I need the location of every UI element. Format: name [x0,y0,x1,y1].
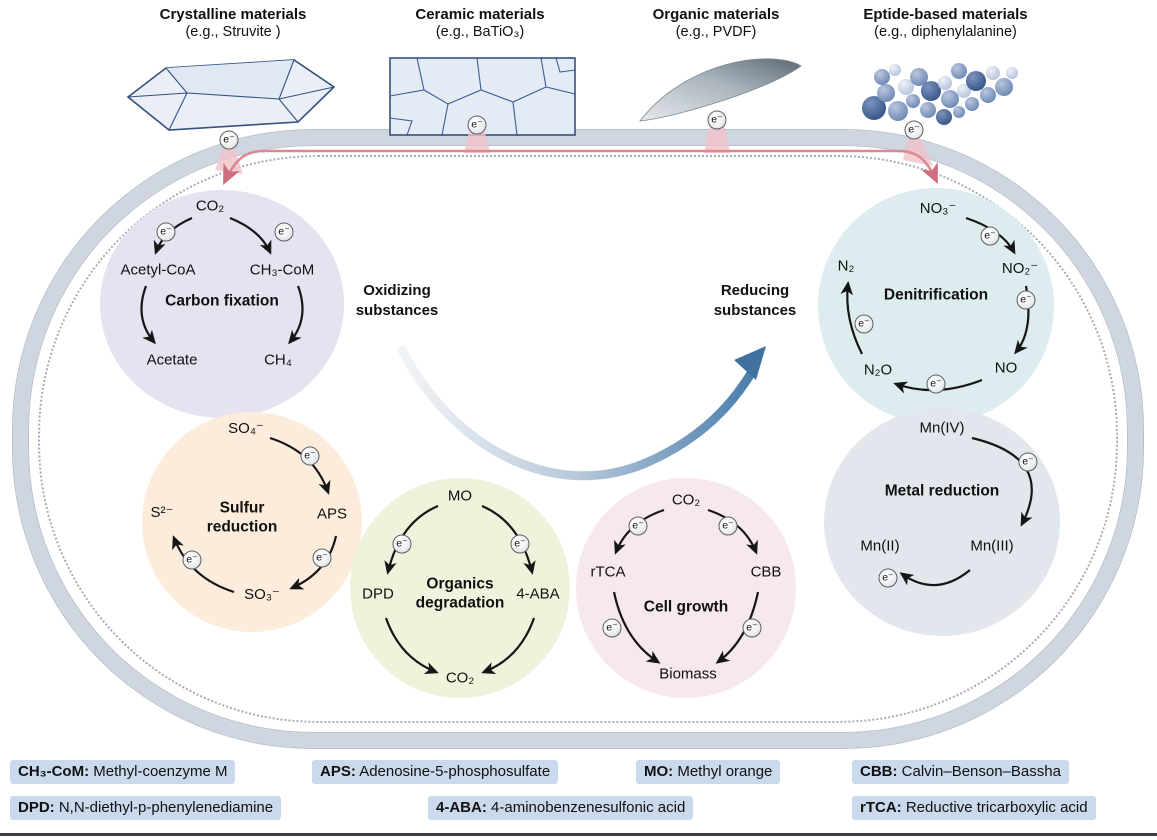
electron-badge: e⁻ [602,618,622,638]
cycle-organics-degradation: MO 4-ABA CO₂ DPD Organics degradation e⁻… [350,478,570,698]
node-4aba: 4-ABA [516,585,560,603]
abbr-term: CH₃-CoM: [18,763,90,780]
abbr-term: 4-ABA: [436,799,487,816]
material-example: (e.g., diphenylalanine) [874,24,1017,40]
material-name: Eptide-based materials [863,6,1028,23]
node-n2: N₂ [837,257,855,275]
material-header-crystalline: Crystalline materials (e.g., Struvite ) [118,6,348,40]
electron-badge: e⁻ [392,534,412,554]
abbr-def: Reductive tricarboxylic acid [905,799,1088,816]
abbr-term: DPD: [18,799,55,816]
abbr-ch3-com: CH₃-CoM: Methyl-coenzyme M [10,760,236,784]
material-header-ceramic: Ceramic materials (e.g., BaTiO₃) [358,6,602,40]
cycle-denitrification: NO₃⁻ NO₂⁻ NO N₂O N₂ Denitrification e⁻ e… [818,188,1054,424]
electron-badge: e⁻ [300,446,320,466]
node-ch3-com: CH₃-CoM [249,261,315,279]
electron-badge: e⁻ [707,110,727,130]
electron-badge: e⁻ [219,130,239,150]
abbr-term: rTCA: [860,799,902,816]
electron-badge: e⁻ [467,115,487,135]
cycle-arrows [384,504,536,674]
cell-membrane-inner-dotted [38,155,1118,723]
abbr-4aba: 4-ABA: 4-aminobenzenesulfonic acid [428,796,694,820]
cycle-title: Sulfur reduction [206,499,278,535]
node-mn3: Mn(III) [970,537,1014,555]
cycle-metal-reduction: Mn(IV) Mn(III) Mn(II) Metal reduction e⁻… [824,408,1060,636]
node-no: NO [994,359,1018,377]
electron-badge: e⁻ [274,222,294,242]
electron-badge: e⁻ [1018,452,1038,472]
node-biomass: Biomass [659,665,717,683]
electron-badge: e⁻ [926,374,946,394]
material-name: Crystalline materials [159,6,307,23]
electron-badge: e⁻ [182,550,202,570]
electron-badge: e⁻ [878,568,898,588]
cycle-cell-growth: CO₂ CBB Biomass rTCA Cell growth e⁻ e⁻ e… [576,478,796,698]
abbr-dpd: DPD: N,N-diethyl-p-phenylenediamine [10,796,282,820]
node-so3: SO₃⁻ [244,586,280,603]
electron-badge: e⁻ [628,516,648,536]
abbr-mo: MO: Methyl orange [636,760,781,784]
node-mo: MO [447,487,473,505]
abbr-term: CBB: [860,763,898,780]
abbr-def: Methyl orange [677,763,773,780]
node-ch4: CH₄ [264,351,292,369]
node-mn2: Mn(II) [860,537,900,555]
electron-badge: e⁻ [718,516,738,536]
node-co2: CO₂ [671,491,701,509]
electron-badge: e⁻ [510,534,530,554]
cycle-arrows [899,436,1033,587]
node-no3: NO₃⁻ [919,200,957,217]
electron-badge: e⁻ [854,314,874,334]
node-acetyl-coa: Acetyl-CoA [120,261,196,279]
node-s2: S²⁻ [150,504,174,521]
electron-badge: e⁻ [980,226,1000,246]
electron-badge: e⁻ [312,548,332,568]
oxidizing-substances-label: Oxidizing substances [355,282,439,319]
node-co2: CO₂ [445,669,475,687]
node-so4: SO₄⁻ [228,420,264,437]
cycle-carbon-fixation: CO₂ Acetyl-CoA CH₃-CoM Acetate CH₄ Carbo… [100,190,344,418]
node-acetate: Acetate [146,351,198,369]
abbr-aps: APS: Adenosine-5-phosphosulfate [312,760,559,784]
material-header-peptide: Eptide-based materials (e.g., diphenylal… [818,6,1073,40]
node-co2: CO₂ [195,197,225,215]
bottom-rule [0,833,1157,836]
cycle-sulfur-reduction: SO₄⁻ APS SO₃⁻ S²⁻ Sulfur reduction e⁻ e⁻… [142,412,362,632]
cycle-title: Organics degradation [415,575,505,611]
node-no2: NO₂⁻ [1001,260,1039,277]
material-name: Organic materials [652,6,780,23]
electron-badge: e⁻ [156,222,176,242]
material-example: (e.g., BaTiO₃) [435,24,525,40]
cycle-title: Denitrification [883,286,989,304]
electron-badge: e⁻ [904,120,924,140]
cycle-title: Metal reduction [884,482,1000,500]
electron-badge: e⁻ [742,618,762,638]
abbr-def: N,N-diethyl-p-phenylenediamine [58,799,274,816]
abbr-def: Methyl-coenzyme M [93,763,228,780]
reducing-substances-label: Reducing substances [713,282,797,319]
material-example: (e.g., PVDF) [675,24,757,40]
node-cbb: CBB [750,563,782,581]
abbr-def: Adenosine-5-phosphosulfate [359,763,551,780]
material-name: Ceramic materials [415,6,545,23]
cycle-title: Cell growth [643,598,729,616]
abbr-rtca: rTCA: Reductive tricarboxylic acid [852,796,1096,820]
node-mn4: Mn(IV) [919,419,965,437]
abbr-term: APS: [320,763,356,780]
abbr-def: Calvin–Benson–Bassha [901,763,1061,780]
electron-badge: e⁻ [1016,290,1036,310]
material-example: (e.g., Struvite ) [185,24,281,40]
cycle-title: Carbon fixation [165,292,279,310]
node-aps: APS [316,505,348,523]
node-dpd: DPD [362,585,394,603]
node-rtca: rTCA [590,563,626,581]
material-header-organic: Organic materials (e.g., PVDF) [600,6,832,40]
abbr-def: 4-aminobenzenesulfonic acid [491,799,686,816]
peptide-graphic [862,63,1018,125]
crystal-graphic [126,59,336,131]
abbr-cbb: CBB: Calvin–Benson–Bassha [852,760,1069,784]
abbr-term: MO: [644,763,674,780]
node-n2o: N₂O [863,361,893,379]
